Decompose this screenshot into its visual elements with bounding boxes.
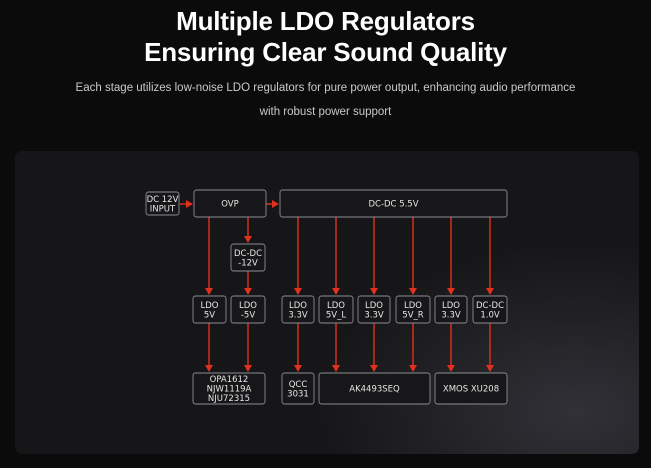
node-ak: AK4493SEQ xyxy=(318,372,431,405)
page-subtitle: Each stage utilizes low-noise LDO regula… xyxy=(40,76,611,124)
node-box xyxy=(434,295,468,324)
node-label: DC 12V xyxy=(147,195,179,205)
node-box xyxy=(192,295,227,324)
node-box xyxy=(434,372,508,405)
node-label: 1.0V xyxy=(480,310,500,320)
node-label: XMOS XU208 xyxy=(443,385,499,395)
node-label: DC-DC xyxy=(476,301,504,311)
node-dcdc-55: DC-DC 5.5V xyxy=(279,189,508,218)
node-box xyxy=(318,372,431,405)
node-label: 5V_L xyxy=(326,310,346,320)
node-xmos: XMOS XU208 xyxy=(434,372,508,405)
node-ovp: OVP xyxy=(193,189,267,218)
node-label: NJW1119A xyxy=(207,385,252,395)
node-label: LDO xyxy=(365,301,383,311)
node-label: DC-DC xyxy=(234,249,262,259)
node-ldo-m5v: LDO-5V xyxy=(230,295,266,324)
subtitle-line-1: Each stage utilizes low-noise LDO regula… xyxy=(75,82,576,94)
node-label: OPA1612 xyxy=(210,375,249,385)
node-box xyxy=(230,295,266,324)
node-label: NJU72315 xyxy=(208,394,250,404)
node-box xyxy=(145,191,180,216)
node-box xyxy=(279,189,508,218)
node-label: 3.3V xyxy=(441,310,461,320)
node-label: 3.3V xyxy=(364,310,384,320)
node-box xyxy=(193,189,267,218)
node-box xyxy=(318,295,354,324)
subtitle-line-2: with robust power support xyxy=(259,106,392,118)
node-label: OVP xyxy=(221,200,238,210)
node-dcdc-m12: DC-DC-12V xyxy=(230,243,266,272)
node-box xyxy=(281,372,315,405)
node-box xyxy=(357,295,391,324)
node-label: DC-DC 5.5V xyxy=(368,200,418,210)
node-label: LDO xyxy=(327,301,345,311)
node-label: LDO xyxy=(404,301,422,311)
node-label: AK4493SEQ xyxy=(349,385,400,395)
node-label: LDO xyxy=(239,301,257,311)
node-box xyxy=(472,295,508,324)
node-label: -5V xyxy=(241,310,255,320)
node-box xyxy=(395,295,431,324)
node-label: 5V_R xyxy=(402,310,423,320)
title-line-1: Multiple LDO Regulators xyxy=(176,6,475,36)
node-box xyxy=(281,295,315,324)
node-label: 3031 xyxy=(287,389,309,399)
node-label: 3.3V xyxy=(288,310,308,320)
node-dcdc-10: DC-DC1.0V xyxy=(472,295,508,324)
node-label: QCC xyxy=(289,380,308,390)
node-label: 5V xyxy=(204,310,215,320)
node-label: LDO xyxy=(442,301,460,311)
node-label: INPUT xyxy=(150,204,176,214)
node-label: LDO xyxy=(289,301,307,311)
node-box xyxy=(192,372,266,405)
node-box xyxy=(230,243,266,272)
node-label: -12V xyxy=(238,258,258,268)
title-line-2: Ensuring Clear Sound Quality xyxy=(144,37,507,67)
page-title: Multiple LDO Regulators Ensuring Clear S… xyxy=(0,6,651,68)
node-label: LDO xyxy=(201,301,219,311)
